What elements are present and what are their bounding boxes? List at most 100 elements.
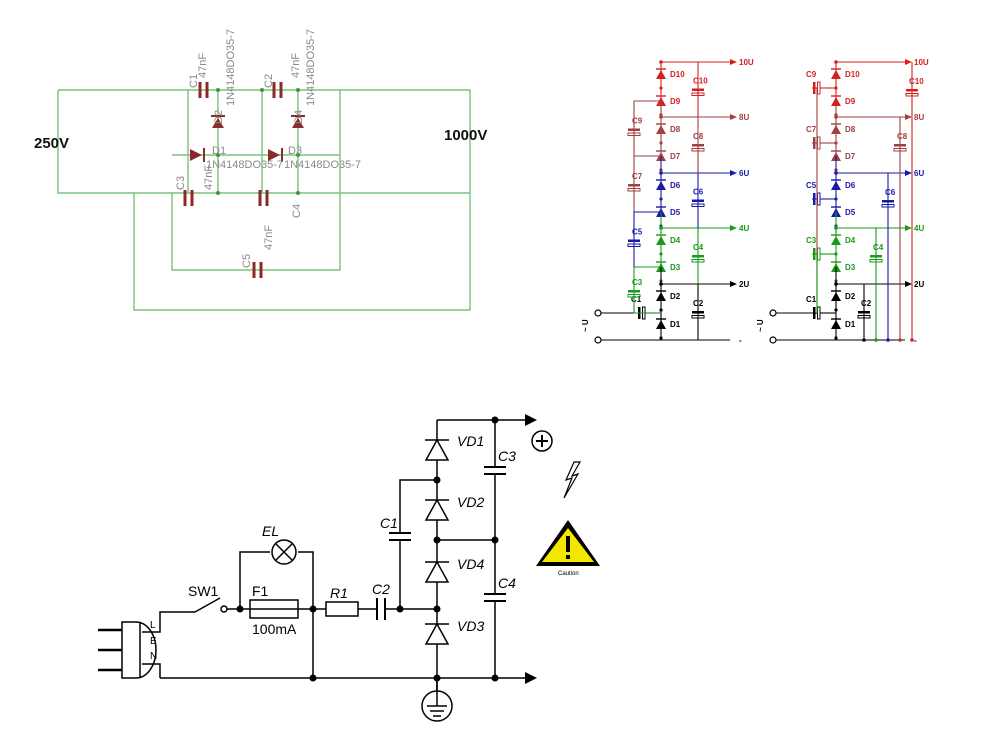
ladder-diode-label-d5: D5 xyxy=(670,208,681,217)
cap-c3-label: C3 xyxy=(498,448,516,464)
ladder-output-10u: 10U xyxy=(914,58,929,67)
output-arrow-icon xyxy=(905,114,912,120)
plus-polarity-icon xyxy=(531,430,553,452)
ladder-diode-label-d9: D9 xyxy=(845,97,856,106)
ladder-cap-label-c9: C9 xyxy=(632,117,643,126)
ladder-cap-label-c6: C6 xyxy=(885,188,896,197)
pcb-d4-value: 1N4148DO35-7 xyxy=(305,29,317,106)
ladder-cap-c2 xyxy=(691,311,705,319)
ladder-output-2u: 2U xyxy=(914,280,924,289)
diode-vd3 xyxy=(424,622,450,645)
cap-c4-label: C4 xyxy=(498,575,516,591)
ladder-cap-c3 xyxy=(627,290,641,298)
ladder-cap-label-c8: C8 xyxy=(897,132,908,141)
ladder-diode-label-d1: D1 xyxy=(845,320,856,329)
ladder-output-8u: 8U xyxy=(914,113,924,122)
pcb-d4-label: D4 xyxy=(293,110,305,124)
ladder-minus-label: - xyxy=(739,336,742,345)
diode-vd4-label: VD4 xyxy=(457,556,484,572)
cap-c2-label: C2 xyxy=(372,581,390,597)
ladder-cap-c7 xyxy=(627,184,641,192)
output-arrow-icon xyxy=(905,281,912,287)
ladder-cap-c8 xyxy=(691,144,705,152)
pcb-d3-label: D3 xyxy=(288,145,302,157)
sw1-label: SW1 xyxy=(188,583,219,599)
pcb-d2-value: 1N4148DO35-7 xyxy=(225,29,237,106)
ladder-input-label: ~ U xyxy=(581,319,590,332)
lightning-icon xyxy=(563,461,582,499)
output-arrow-icon xyxy=(730,59,737,65)
ladder-cap-label-c6: C6 xyxy=(693,188,704,197)
ladder-diode-label-d3: D3 xyxy=(670,263,681,272)
pcb-c2-label: C2 xyxy=(263,74,275,88)
ladder-cap-c5 xyxy=(627,239,641,247)
pcb-d3-value: 1N4148DO35-7 xyxy=(284,159,361,171)
pcb-output-voltage: 1000V xyxy=(444,127,487,144)
ladder-cap-label-c2: C2 xyxy=(861,299,872,308)
output-arrow-icon xyxy=(730,170,737,176)
pcb-c4-label: C4 xyxy=(291,204,303,218)
ladder-diode-label-d4: D4 xyxy=(845,236,856,245)
ladder-diode-label-d1: D1 xyxy=(670,320,681,329)
ladder-diode-label-d8: D8 xyxy=(670,125,681,134)
pcb-c4 xyxy=(258,190,269,206)
ladder-cap-label-c10: C10 xyxy=(909,77,924,86)
ladder-diode-label-d4: D4 xyxy=(670,236,681,245)
output-minus-arrow-icon xyxy=(525,672,537,684)
pcb-c3-label: C3 xyxy=(175,176,187,190)
output-plus-arrow-icon xyxy=(525,414,537,426)
ladder-diode-label-d10: D10 xyxy=(845,70,860,79)
ground-icon xyxy=(421,678,453,722)
caution-label: Caution xyxy=(558,571,579,577)
output-arrow-icon xyxy=(905,170,912,176)
ladder-minus-label: - xyxy=(914,336,917,345)
ladder-cap-c10 xyxy=(691,88,705,96)
cap-c1-label: C1 xyxy=(380,515,398,531)
ladder-cap-label-c4: C4 xyxy=(873,243,884,252)
ladder-ground-terminal xyxy=(769,336,777,344)
ladder-cap-c10 xyxy=(905,89,919,97)
ladder-cap-label-c1: C1 xyxy=(631,295,642,304)
ladder-output-4u: 4U xyxy=(914,224,924,233)
pcb-c1-value: 47nF xyxy=(197,53,209,78)
output-arrow-icon xyxy=(730,114,737,120)
ladder-cap-c9 xyxy=(627,128,641,136)
ladder-cap-c4 xyxy=(869,255,883,263)
diode-vd2 xyxy=(424,498,450,521)
ladder-output-10u: 10U xyxy=(739,58,754,67)
ladder-diode-label-d6: D6 xyxy=(670,181,681,190)
pcb-c5 xyxy=(252,262,263,278)
pcb-c3-value: 47nF xyxy=(203,165,215,190)
ladder-diode-label-d3: D3 xyxy=(845,263,856,272)
ladder-cap-label-c1: C1 xyxy=(806,295,817,304)
plug-n-label: N xyxy=(150,651,157,662)
ladder-cap-label-c4: C4 xyxy=(693,243,704,252)
diode-vd1-label: VD1 xyxy=(457,433,484,449)
output-arrow-icon xyxy=(905,59,912,65)
diode-vd4 xyxy=(424,560,450,583)
ladder-output-6u: 6U xyxy=(914,169,924,178)
ladder-ground-terminal xyxy=(594,336,602,344)
fuse-value: 100mA xyxy=(252,621,297,637)
mains-plug-icon xyxy=(98,621,157,679)
pcb-c4-value: 47nF xyxy=(263,225,275,250)
ladder-input-terminal xyxy=(594,309,602,317)
ladder-diode-label-d5: D5 xyxy=(845,208,856,217)
plug-e-label: E xyxy=(150,636,157,647)
resistor-r1-label: R1 xyxy=(330,585,348,601)
pcb-d1-value: 1N4148DO35-7 xyxy=(206,159,283,171)
pcb-c1 xyxy=(198,82,209,98)
ladder-cap-c4 xyxy=(691,255,705,263)
pcb-c1-label: C1 xyxy=(188,74,200,88)
ladder-diode-label-d6: D6 xyxy=(845,181,856,190)
output-arrow-icon xyxy=(730,225,737,231)
ladder-output-2u: 2U xyxy=(739,280,749,289)
ladder-cap-label-c5: C5 xyxy=(806,181,817,190)
sw1-lever xyxy=(194,597,221,613)
lamp-el-label: EL xyxy=(262,523,279,539)
ladder-cap-label-c7: C7 xyxy=(632,172,643,181)
ladder-input-terminal xyxy=(769,309,777,317)
pcb-c2-value: 47nF xyxy=(290,53,302,78)
